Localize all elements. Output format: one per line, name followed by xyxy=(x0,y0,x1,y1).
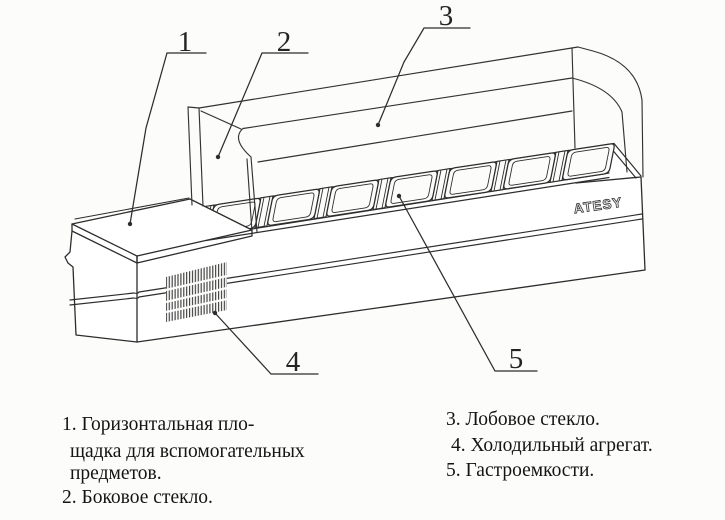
legend-left-line-4: 2. Боковое стекло. xyxy=(62,487,213,508)
callout-5 xyxy=(396,193,538,372)
legend-right-line-1: 3. Лобовое стекло. xyxy=(446,409,600,430)
callout-number-4: 4 xyxy=(286,346,301,378)
brand-logo: ATESY xyxy=(573,195,624,217)
right-corner-inner xyxy=(571,77,628,173)
legend-left-line-1: 1. Горизонтальная пло- xyxy=(62,414,254,435)
callout-3 xyxy=(375,27,471,128)
right-corner-edge xyxy=(640,176,646,271)
right-corner-outer xyxy=(577,46,644,178)
callout-1 xyxy=(127,52,207,227)
front-glass-top-edge xyxy=(198,46,579,109)
top-right-edge xyxy=(575,176,642,184)
front-glass-right-edge xyxy=(571,47,576,149)
callout-number-3: 3 xyxy=(439,0,454,32)
callout-number-5: 5 xyxy=(509,343,524,375)
glass-canopy xyxy=(187,46,644,233)
ventilation-grille xyxy=(165,262,228,322)
legend-left-line-3: предметов. xyxy=(70,463,162,484)
front-glass-mid-edge xyxy=(242,77,573,130)
front-bottom-edge xyxy=(136,269,646,343)
legend-right-line-2: 4. Холодильный агрегат. xyxy=(451,435,653,456)
left-corner-curve xyxy=(237,127,252,158)
legend-right-line-3: 5. Гастроемкости. xyxy=(446,460,594,481)
callout-4 xyxy=(212,310,319,375)
callout-numbers: 1 2 3 4 5 xyxy=(178,0,524,378)
front-glass-bottom-edge xyxy=(257,110,573,163)
callout-number-2: 2 xyxy=(277,26,292,58)
left-face-edge xyxy=(64,230,138,343)
callout-leaders xyxy=(127,27,538,375)
legend-left-line-2: щадка для вспомогательных xyxy=(70,441,305,462)
callout-number-1: 1 xyxy=(178,26,193,58)
callout-2 xyxy=(215,52,309,160)
front-glass-left-edge xyxy=(246,156,258,233)
legend: 1. Горизонтальная пло- щадка для вспомог… xyxy=(62,409,653,508)
side-glass-left xyxy=(187,106,242,207)
